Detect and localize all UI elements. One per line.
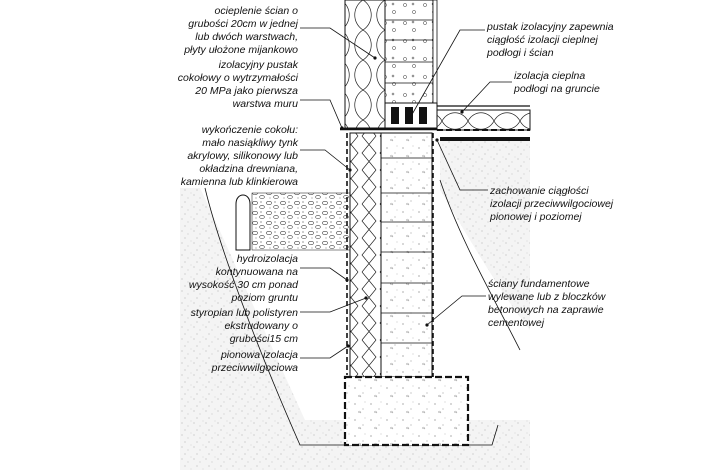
svg-text:poziom gruntu: poziom gruntu (230, 292, 298, 304)
svg-text:płyty ułożone mijankowo: płyty ułożone mijankowo (183, 44, 298, 56)
svg-text:wylewane lub z bloczków: wylewane lub z bloczków (488, 291, 607, 303)
svg-text:ekstrudowany o: ekstrudowany o (224, 320, 298, 332)
svg-text:cokołowy o wytrzymałości: cokołowy o wytrzymałości (178, 72, 299, 84)
label-left-block: izolacyjny pustak cokołowy o wytrzymałoś… (178, 59, 299, 110)
svg-text:grubości 20cm w jednej: grubości 20cm w jednej (188, 18, 298, 30)
svg-text:izolacja cieplna: izolacja cieplna (514, 70, 585, 82)
svg-text:podłogi i ścian: podłogi i ścian (486, 47, 554, 59)
svg-text:hydroizolacja: hydroizolacja (237, 253, 298, 265)
leader-lines (300, 27, 512, 359)
label-left-vertical: pionowa izolacja przeciwwilgociowa (211, 349, 299, 374)
svg-text:ocieplenie ścian o: ocieplenie ścian o (215, 5, 299, 17)
svg-text:pionowej i poziomej: pionowej i poziomej (489, 211, 582, 223)
svg-text:wysokość 30 cm ponad: wysokość 30 cm ponad (189, 279, 299, 291)
masonry-wall-upper (384, 0, 438, 104)
svg-text:warstwa muru: warstwa muru (233, 98, 299, 110)
svg-text:izolacji przeciwwilgociowej: izolacji przeciwwilgociowej (490, 198, 614, 210)
svg-text:kontynuowana na: kontynuowana na (216, 266, 298, 278)
svg-text:okładzina drewniana,: okładzina drewniana, (199, 163, 298, 175)
label-right-foundation: ściany fundamentowe wylewane lub z blocz… (488, 278, 607, 329)
svg-text:lub dwóch warstwach,: lub dwóch warstwach, (195, 31, 298, 43)
svg-text:betonowych na zaprawie: betonowych na zaprawie (488, 304, 604, 316)
label-right-continuity: zachowanie ciągłości izolacji przeciwwil… (489, 185, 614, 223)
svg-text:ściany fundamentowe: ściany fundamentowe (488, 278, 590, 290)
floor-insulation (436, 109, 531, 131)
svg-text:pustak izolacyjny zapewnia: pustak izolacyjny zapewnia (486, 21, 614, 33)
ground-soil (180, 137, 530, 470)
svg-text:akrylowy, silikonowy lub: akrylowy, silikonowy lub (187, 150, 298, 162)
xps-insulation (349, 132, 382, 378)
svg-text:mało nasiąkliwy tynk: mało nasiąkliwy tynk (202, 137, 298, 149)
svg-text:ciągłość izolacji cieplnej: ciągłość izolacji cieplnej (487, 34, 599, 46)
svg-text:kamienna lub klinkierowa: kamienna lub klinkierowa (181, 176, 298, 188)
svg-text:styropian lub polistyren: styropian lub polistyren (191, 307, 299, 319)
wall-insulation-upper (344, 0, 386, 129)
label-left-insulation: ocieplenie ścian o grubości 20cm w jedne… (183, 5, 298, 56)
svg-text:podłogi na gruncie: podłogi na gruncie (513, 83, 600, 95)
svg-text:20 MPa jako pierwsza: 20 MPa jako pierwsza (194, 85, 298, 97)
footing (343, 375, 470, 447)
svg-text:przeciwwilgociowa: przeciwwilgociowa (211, 362, 299, 374)
gravel-backfill (251, 192, 351, 251)
svg-text:pionowa izolacja: pionowa izolacja (220, 349, 298, 361)
excavation-outline (204, 187, 499, 446)
label-left-xps: styropian lub polistyren ekstrudowany o … (191, 307, 299, 345)
svg-text:cementowej: cementowej (488, 317, 545, 329)
svg-text:grubości15 cm: grubości15 cm (230, 333, 299, 345)
curb-post (235, 194, 251, 251)
svg-text:izolacyjny pustak: izolacyjny pustak (219, 59, 299, 71)
foundation-wall (380, 132, 434, 378)
floor-line (440, 137, 530, 141)
svg-text:wykończenie cokołu:: wykończenie cokołu: (202, 124, 298, 136)
svg-text:zachowanie ciągłości: zachowanie ciągłości (489, 185, 589, 197)
label-left-finish: wykończenie cokołu: mało nasiąkliwy tynk… (181, 124, 299, 188)
label-left-hydro: hydroizolacja kontynuowana na wysokość 3… (189, 253, 299, 304)
label-right-floor: izolacja cieplna podłogi na gruncie (513, 70, 600, 95)
label-right-block: pustak izolacyjny zapewnia ciągłość izol… (486, 21, 614, 59)
